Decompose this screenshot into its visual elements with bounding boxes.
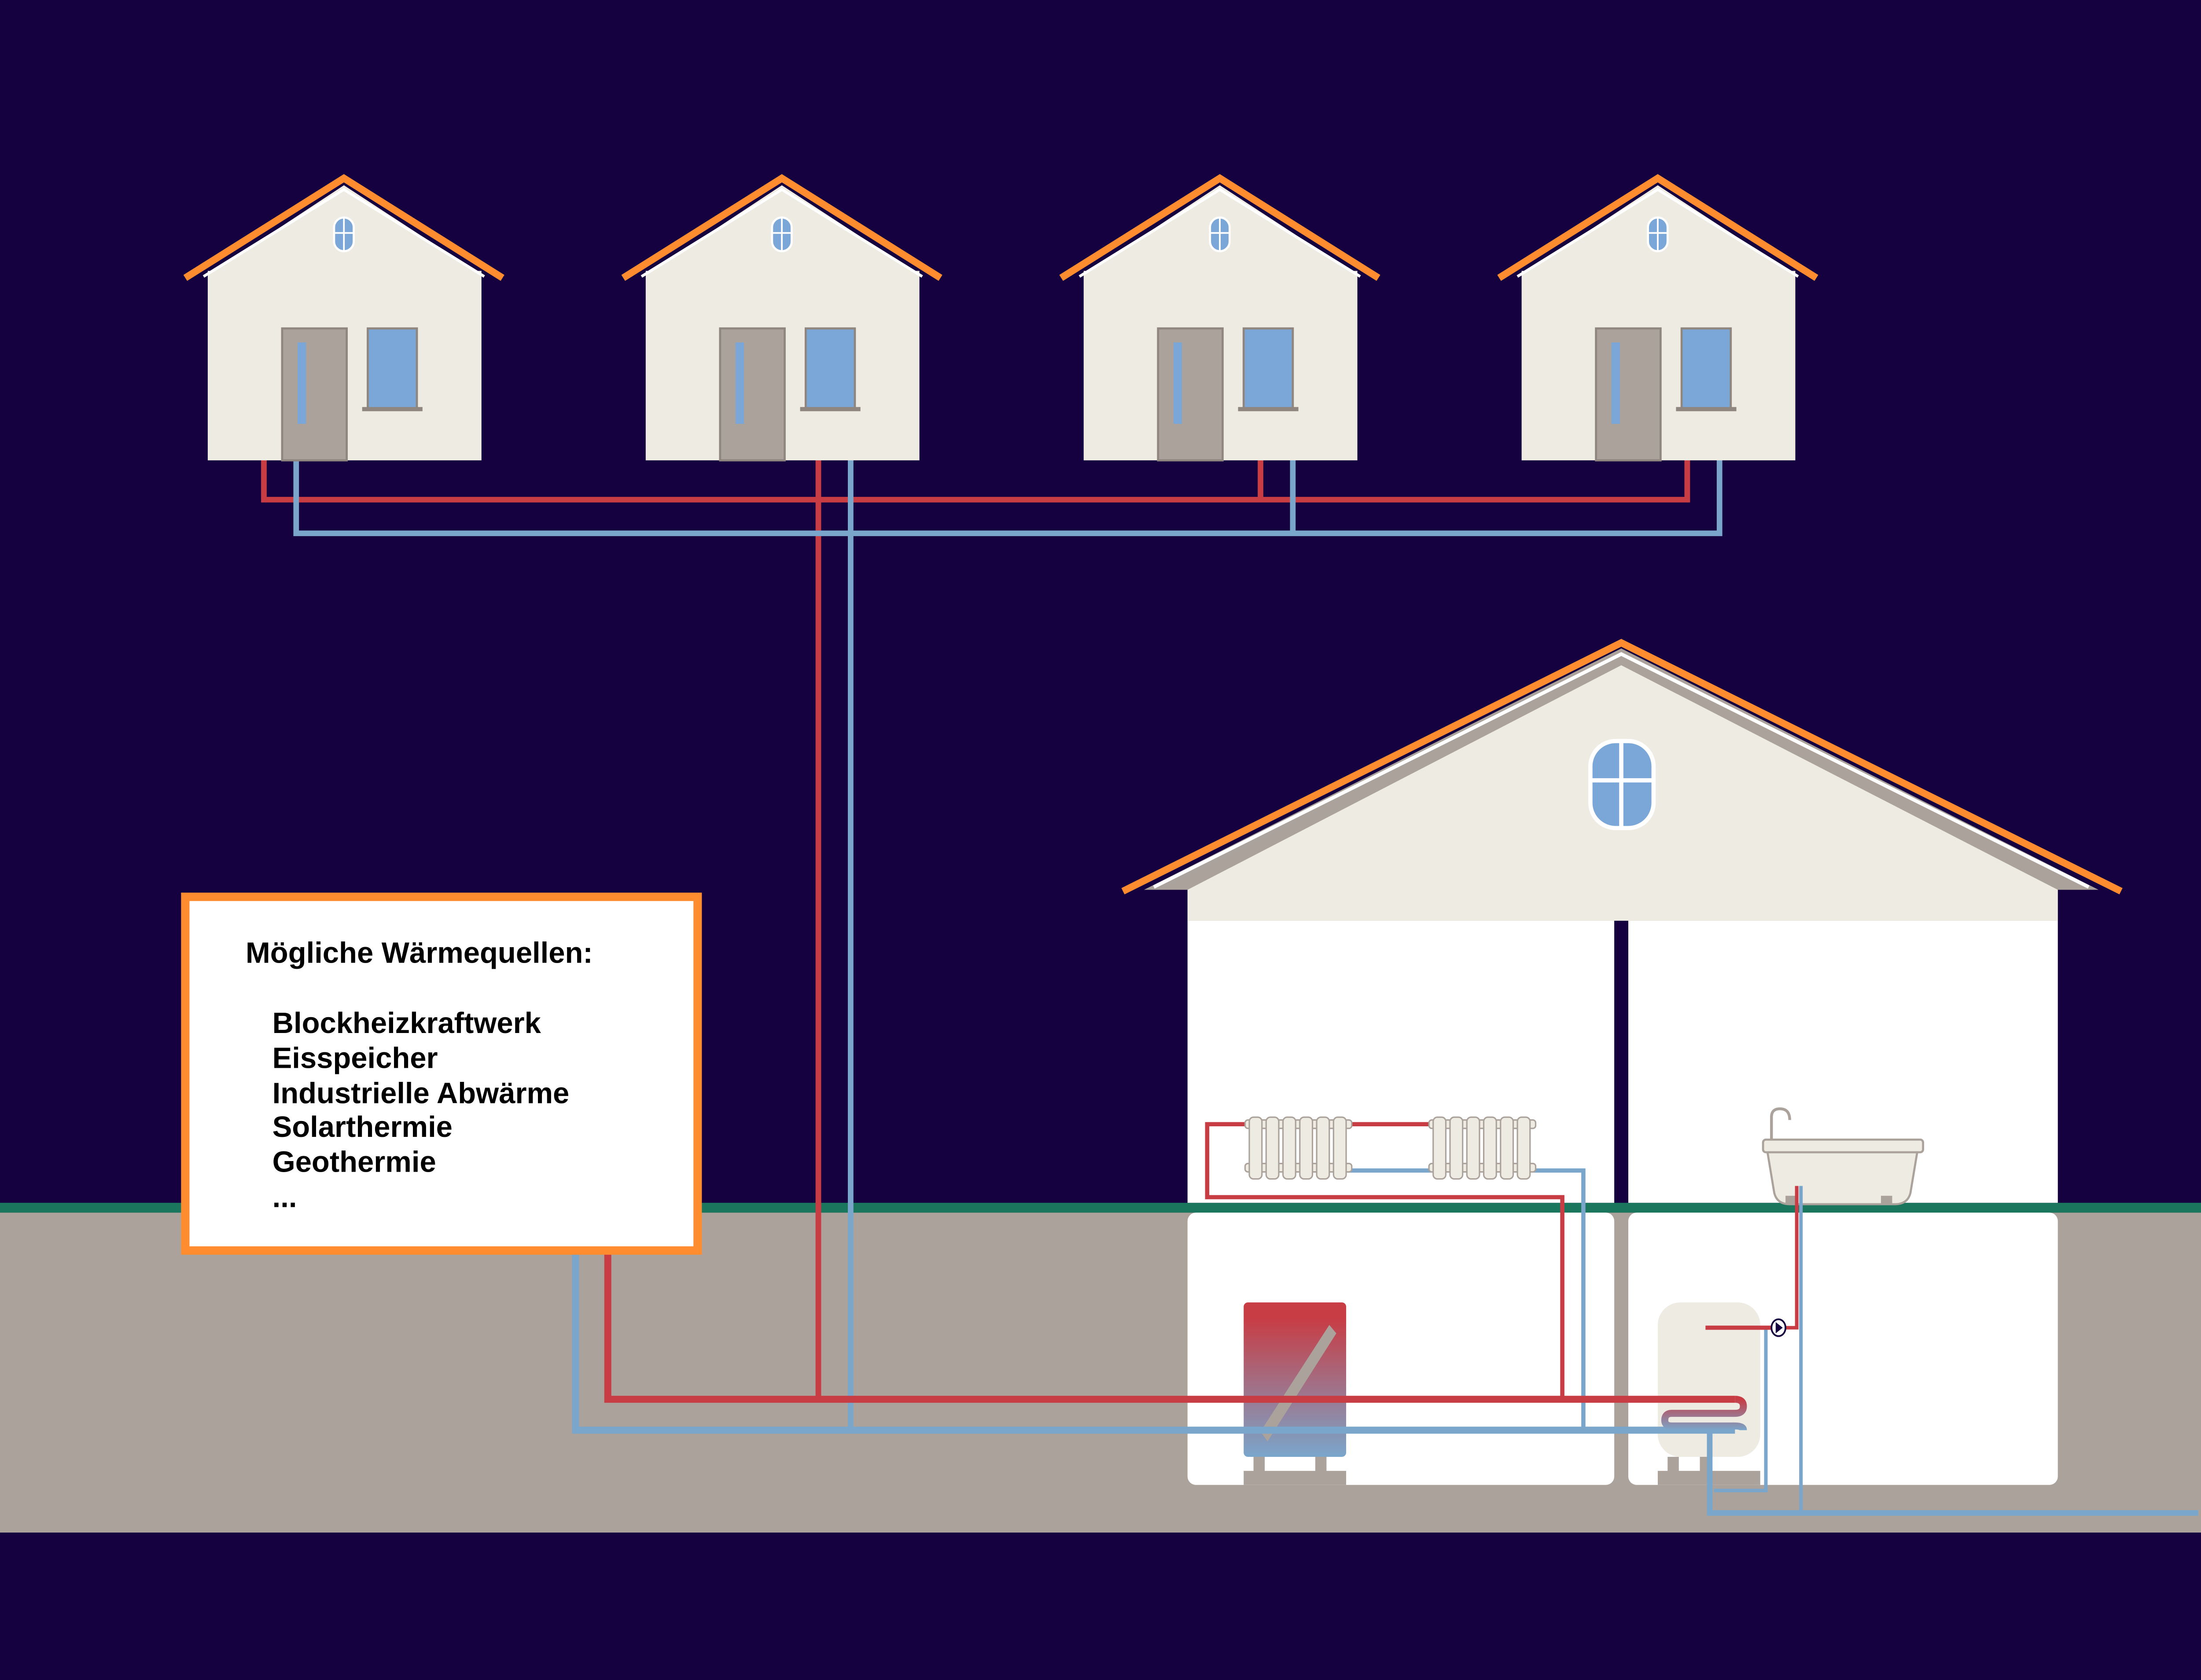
bathtub-icon: [1762, 1107, 1925, 1206]
heat-source-item: Geothermie: [272, 1146, 436, 1179]
pump-icon: [1770, 1318, 1787, 1337]
radiator-circuit: [1205, 1122, 1586, 1430]
heat-source-item: ...: [272, 1180, 297, 1213]
heat-source-item: Blockheizkraftwerk: [272, 1007, 541, 1040]
heat-source-item: Industrielle Abwärme: [272, 1077, 570, 1110]
main-pipes: [572, 1186, 2198, 1516]
heat-exchanger-unit: [1244, 1302, 1347, 1485]
heat-sources-box: Mögliche Wärmequellen: Blockheizkraftwer…: [181, 893, 702, 1255]
heat-source-item: Solarthermie: [272, 1110, 453, 1143]
district-heating-diagram: Mögliche Wärmequellen: Blockheizkraftwer…: [0, 175, 2201, 1533]
supply-network: [261, 457, 1690, 1400]
heat-source-item: Eisspeicher: [272, 1042, 438, 1075]
return-network: [293, 457, 1723, 1429]
hot-water-tank: [1657, 1302, 1760, 1485]
heat-sources-title: Mögliche Wärmequellen:: [246, 936, 593, 969]
